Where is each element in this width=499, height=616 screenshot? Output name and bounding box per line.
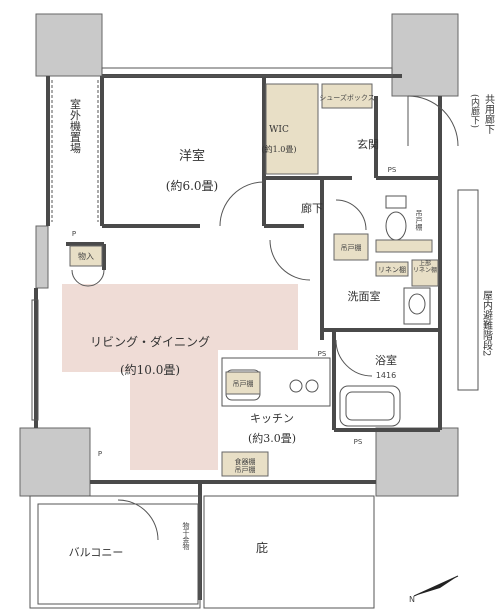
kitchen-name: キッチン <box>250 412 294 425</box>
laundry-hardware-label: 物干金物 <box>182 521 190 551</box>
cupboard-label: 食器棚吊戸棚 <box>235 457 256 474</box>
wic-area <box>265 83 319 175</box>
linen-shelf-label: リネン棚 <box>378 265 406 274</box>
ps-label-2: PS <box>318 350 327 358</box>
upper-linen-label-line: 上部 <box>419 260 431 268</box>
living-dining-size: (約10.0畳) <box>120 362 180 377</box>
column-top-left <box>35 13 103 77</box>
shoe-box <box>321 83 373 109</box>
compass: N <box>409 575 459 604</box>
washroom-label: 洗面室 <box>348 289 381 303</box>
hanging-cabinet-right-label: 吊戸棚 <box>415 210 423 232</box>
storage-box <box>69 245 103 267</box>
living-dining-name: リビング・ダイニング <box>90 334 210 349</box>
common-corridor-label: 共用廊下 <box>483 94 495 135</box>
fixtures <box>69 83 439 477</box>
western-room-size: (約6.0畳) <box>166 178 218 193</box>
outdoor-unit-label: 室外機置場 <box>69 97 82 154</box>
structural-columns <box>19 13 459 497</box>
column-top-right <box>391 13 459 97</box>
entrance-label: 玄関 <box>357 137 379 151</box>
kitchen-cabinet-label: 吊戸棚 <box>233 379 254 388</box>
common-corridor-sub-label: (内廊下) <box>469 94 480 128</box>
kitchen-size: (約3.0畳) <box>248 431 296 445</box>
upper-linen-label-line: リネン棚 <box>413 266 437 274</box>
bathroom-size: 1416 <box>376 371 396 380</box>
hallway-label: 廊下 <box>301 201 323 215</box>
hanging-cabinet-right <box>375 239 433 253</box>
evacuation-stairs-label: 屋内避難階段2 <box>481 290 493 357</box>
balcony-label: バルコニー <box>69 546 124 559</box>
p-label-1: P <box>72 230 76 238</box>
upper-linen <box>411 259 439 287</box>
storage-label: 物入 <box>78 251 94 261</box>
wic-size: (約1.0畳) <box>262 144 297 154</box>
cupboard-label-line: 食器棚 <box>235 457 256 466</box>
p-label-2: P <box>98 450 102 458</box>
wash-cabinet-label: 吊戸棚 <box>341 243 362 252</box>
cupboard-label-line: 吊戸棚 <box>235 465 256 474</box>
hanging-cabinet-wash <box>333 233 369 261</box>
living-dining-floor <box>62 284 298 470</box>
linen-shelf <box>375 261 409 277</box>
column-bottom-right <box>375 427 459 497</box>
bathroom-name: 浴室 <box>375 353 397 367</box>
cupboard <box>221 451 269 477</box>
wic-name: WIC <box>269 125 289 135</box>
ps-label-1: PS <box>388 166 397 174</box>
upper-linen-label: 上部リネン棚 <box>413 260 437 275</box>
eaves-label: 庇 <box>256 540 268 555</box>
compass-label: N <box>409 595 415 604</box>
ps-label-3: PS <box>354 438 363 446</box>
western-room-name: 洋室 <box>179 148 205 164</box>
column-mid-left <box>35 225 49 289</box>
shoe-box-label: シューズボックス <box>319 93 374 102</box>
kitchen-cabinet <box>225 371 261 395</box>
column-bottom-left <box>19 427 91 497</box>
